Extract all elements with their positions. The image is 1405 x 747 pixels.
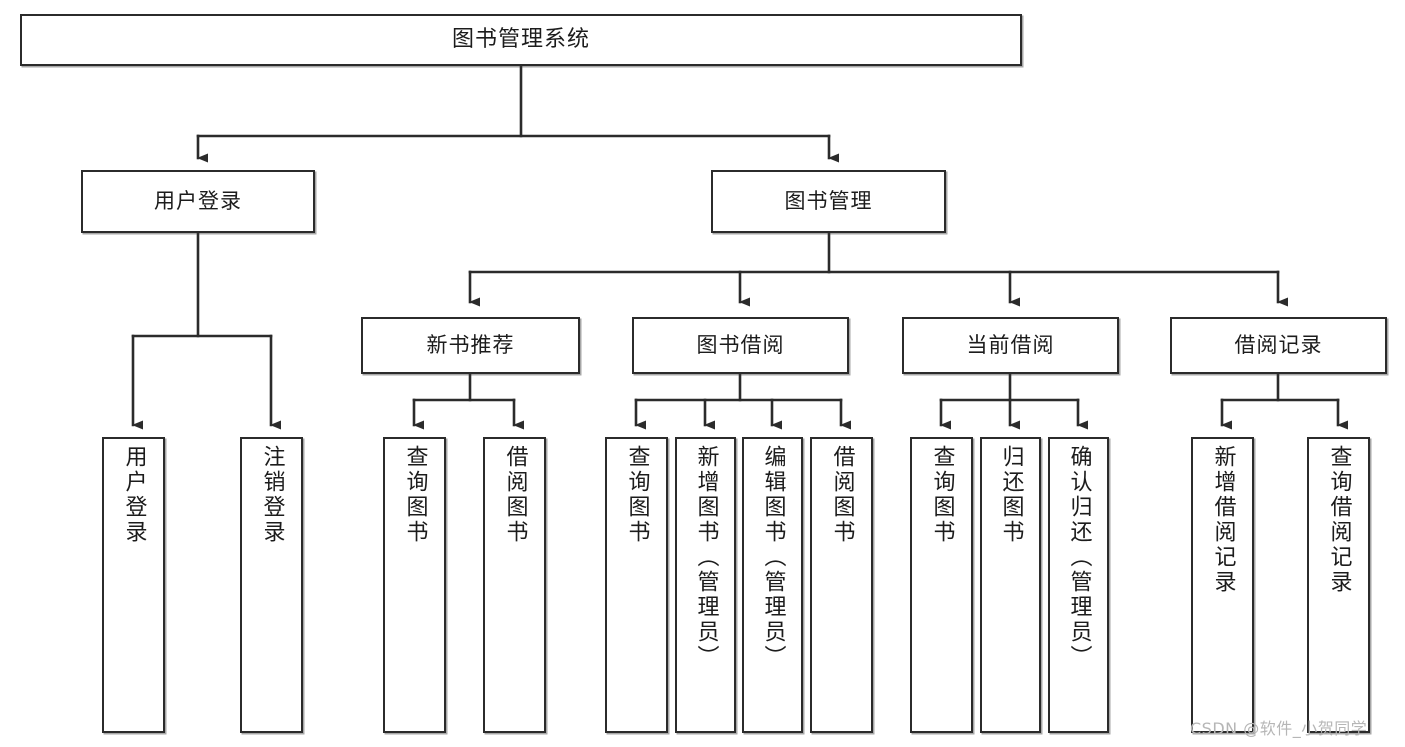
leaf-new-book-borrow-book[interactable]: 借阅图书 (483, 437, 546, 733)
csdn-watermark: CSDN @软件_小贺同学 (1190, 719, 1368, 738)
node-label: 新书推荐 (426, 333, 515, 358)
node-label: 图书管理系统 (451, 27, 590, 53)
node-label: 确认归还（管理员） (1066, 445, 1092, 670)
leaf-borrow-record-query-record[interactable]: 查询借阅记录 (1307, 437, 1370, 733)
node-label: 图书管理 (784, 189, 873, 214)
leaf-current-borrow-confirm-return-admin[interactable]: 确认归还（管理员） (1048, 437, 1109, 733)
node-label: 查询图书 (402, 445, 428, 545)
leaf-book-borrow-query-book[interactable]: 查询图书 (605, 437, 668, 733)
node-label: 借阅图书 (829, 445, 855, 545)
leaf-user-login-login[interactable]: 用户登录 (102, 437, 165, 733)
node-user-login[interactable]: 用户登录 (81, 170, 315, 233)
leaf-borrow-record-add-record[interactable]: 新增借阅记录 (1191, 437, 1254, 733)
leaf-new-book-query-book[interactable]: 查询图书 (383, 437, 446, 733)
leaf-current-borrow-query-book[interactable]: 查询图书 (910, 437, 973, 733)
node-book-borrow[interactable]: 图书借阅 (632, 317, 849, 374)
node-label: 借阅记录 (1234, 333, 1323, 358)
node-label: 归还图书 (998, 445, 1024, 545)
node-label: 图书借阅 (696, 333, 785, 358)
node-new-book-recommend[interactable]: 新书推荐 (361, 317, 580, 374)
node-label: 借阅图书 (502, 445, 528, 545)
leaf-current-borrow-return-book[interactable]: 归还图书 (980, 437, 1041, 733)
leaf-book-borrow-borrow-book[interactable]: 借阅图书 (810, 437, 873, 733)
node-label: 用户登录 (121, 445, 147, 545)
leaf-user-login-logout[interactable]: 注销登录 (240, 437, 303, 733)
node-label: 查询图书 (929, 445, 955, 545)
node-book-management[interactable]: 图书管理 (711, 170, 946, 233)
node-borrow-record[interactable]: 借阅记录 (1170, 317, 1387, 374)
node-label: 新增图书（管理员） (693, 445, 719, 670)
node-label: 新增借阅记录 (1210, 445, 1236, 595)
leaf-book-borrow-edit-book-admin[interactable]: 编辑图书（管理员） (742, 437, 803, 733)
node-label: 注销登录 (259, 445, 285, 545)
leaf-book-borrow-add-book-admin[interactable]: 新增图书（管理员） (675, 437, 736, 733)
node-label: 查询借阅记录 (1326, 445, 1352, 595)
node-label: 用户登录 (154, 189, 242, 214)
node-label: 查询图书 (624, 445, 650, 545)
node-label: 当前借阅 (966, 333, 1055, 358)
node-label: 编辑图书（管理员） (760, 445, 786, 670)
node-current-borrow[interactable]: 当前借阅 (902, 317, 1119, 374)
node-root-book-management-system[interactable]: 图书管理系统 (20, 14, 1022, 66)
